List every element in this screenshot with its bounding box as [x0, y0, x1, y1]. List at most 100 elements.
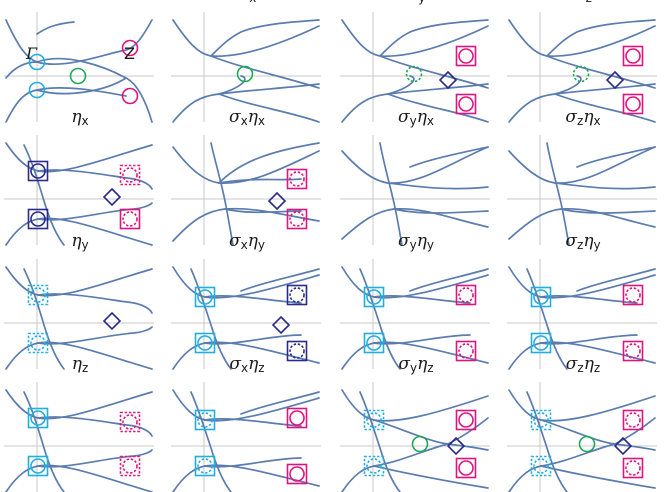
band-line-5 — [23, 144, 65, 246]
band-line-4 — [224, 208, 302, 214]
panel-title: σx — [171, 0, 323, 8]
axes — [171, 135, 321, 245]
band-curves — [172, 266, 320, 370]
band-line-5 — [359, 268, 401, 370]
operator-symbol: σ — [228, 107, 241, 127]
band-line-4 — [387, 75, 415, 95]
band-line-4 — [204, 457, 302, 468]
dashed-in-dashed-square-cyan-marker — [363, 455, 385, 477]
operator-subscript: x — [81, 114, 89, 128]
dashed-in-square-magenta-marker — [622, 284, 644, 306]
circle-in-square-magenta-marker — [622, 93, 644, 115]
axes — [4, 259, 154, 369]
dashed-in-square-magenta-marker — [286, 208, 308, 230]
band-structure-plot — [507, 135, 657, 246]
operator-symbol: η — [71, 231, 82, 251]
band-structure-plot — [340, 135, 490, 246]
band-line-1 — [172, 19, 320, 58]
operator-symbol: σ — [565, 354, 578, 374]
operator-subscript: y — [409, 238, 417, 252]
panel-1-2: σx — [171, 0, 323, 123]
band-line-1 — [508, 19, 656, 58]
panel-title: ηz — [4, 354, 156, 378]
diamond-navy-marker — [438, 70, 458, 90]
band-curves — [508, 266, 656, 370]
operator-symbol: η — [71, 107, 82, 127]
band-structure-plot — [171, 12, 321, 123]
circle-in-square-magenta-marker — [455, 457, 477, 479]
diamond-navy-marker — [102, 187, 122, 207]
operator-subscript: z — [577, 361, 584, 375]
band-line-5 — [23, 391, 65, 492]
operator-subscript-2: x — [426, 114, 434, 128]
operator-subscript: z — [586, 0, 592, 5]
panel-title: 1 — [4, 0, 156, 4]
band-line-4 — [540, 334, 638, 345]
band-line-1 — [5, 266, 153, 297]
band-line-2 — [379, 55, 489, 89]
band-curves — [5, 142, 153, 246]
circle-in-square-cyan-marker — [194, 286, 216, 308]
panel-3-3: σyηy — [340, 231, 492, 370]
circle-in-square-cyan-marker — [530, 332, 552, 354]
gamma-point-label: Γ — [26, 44, 38, 63]
circle-dashed-green-marker — [572, 65, 590, 83]
operator-symbol: 1 — [75, 0, 86, 4]
axes — [340, 12, 490, 122]
band-structure-plot — [4, 135, 154, 246]
band-structure-plot — [171, 382, 321, 492]
circle-in-square-magenta-marker — [455, 409, 477, 431]
diamond-navy-marker — [267, 191, 287, 211]
band-line-5 — [210, 19, 320, 57]
band-line-1 — [508, 389, 656, 422]
panel-4-4: σzηz — [507, 354, 659, 492]
panel-title: σxηz — [171, 354, 323, 378]
band-line-1 — [341, 19, 489, 58]
band-line-4 — [218, 75, 246, 95]
band-line-6 — [218, 93, 320, 123]
band-curves — [341, 266, 489, 370]
panel-title: σzηy — [507, 231, 659, 255]
band-line-5 — [379, 142, 403, 246]
circle-in-square-magenta-marker — [622, 45, 644, 67]
dashed-in-square-magenta-marker — [119, 208, 141, 230]
band-line-5 — [546, 142, 570, 246]
panel-title: σxηx — [171, 107, 323, 131]
band-curves — [508, 19, 656, 123]
band-line-6 — [576, 268, 656, 292]
panel-1-1: 1ΓZ — [4, 0, 156, 123]
band-curves — [341, 19, 489, 123]
band-line-6 — [409, 146, 489, 168]
operator-symbol: σ — [229, 354, 241, 374]
panel-2-3: σyηx — [340, 107, 492, 246]
band-line-4 — [204, 334, 302, 345]
band-line-2 — [204, 295, 302, 304]
band-curves — [5, 266, 153, 370]
operator-subscript: z — [81, 361, 89, 375]
band-line-4 — [373, 334, 471, 345]
circle-in-square-magenta-marker — [455, 93, 477, 115]
circle-in-square-magenta-marker — [455, 45, 477, 67]
dashed-in-square-magenta-marker — [622, 457, 644, 479]
operator-subscript-2: x — [257, 114, 265, 128]
band-line-2 — [204, 418, 302, 427]
dashed-in-dashed-square-magenta-marker — [119, 455, 141, 477]
diamond-navy-marker — [605, 70, 625, 90]
panel-title: ηx — [4, 107, 156, 131]
band-structure-plot — [507, 259, 657, 370]
circle-green-marker — [69, 67, 87, 85]
axes — [171, 382, 321, 492]
circle-in-square-cyan-marker — [27, 407, 49, 429]
band-line-5 — [359, 391, 401, 492]
operator-subscript: y — [81, 238, 89, 252]
operator-symbol-2: η — [416, 231, 427, 251]
operator-symbol: η — [71, 354, 82, 374]
band-curves — [341, 142, 489, 246]
band-line-4 — [36, 77, 127, 95]
panel-2-1: ηx — [4, 107, 156, 246]
band-line-4 — [560, 208, 656, 214]
dashed-in-dashed-square-cyan-marker — [363, 409, 385, 431]
panel-title: σyηy — [340, 231, 492, 255]
circle-in-square-cyan-marker — [363, 286, 385, 308]
band-curves — [5, 389, 153, 492]
